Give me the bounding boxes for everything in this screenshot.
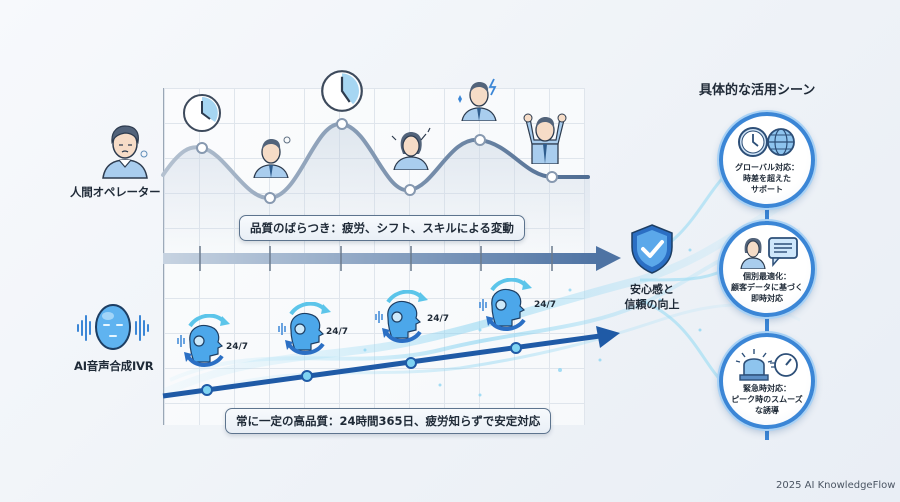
ai-agent-24-7-2 <box>277 301 343 360</box>
ai-quality-caption: 常に一定の高品質：24時間365日、疲労知らずで安定対応 <box>225 408 552 434</box>
scene-text: グローバル対応： 時差を超えた サポート <box>735 162 799 195</box>
availability-badge: 24/7 <box>326 327 349 337</box>
cheering-man-icon <box>522 110 568 168</box>
scene-emergency-response: 緊急時対応： ピーク時のスムーズ な誘導 <box>719 333 815 429</box>
speedometer-icon <box>770 353 798 377</box>
ai-ivr-avatar <box>72 302 154 354</box>
scene-heading: グローバル対応： <box>735 163 799 172</box>
ai-head-icon <box>479 277 532 331</box>
trust-line-2: 信頼の向上 <box>624 298 680 311</box>
human-operator-avatar <box>95 120 155 180</box>
human-quality-caption: 品質のばらつき：疲労、シフト、スキルによる変動 <box>239 215 525 241</box>
ai-agent-24-7-1 <box>176 313 242 372</box>
availability-badge: 24/7 <box>427 314 450 324</box>
scene-global-support: グローバル対応： 時差を超えた サポート <box>719 112 815 208</box>
alarm-light-icon <box>735 349 773 381</box>
ai-head-icon <box>375 289 428 343</box>
ai-head-icon <box>278 301 331 355</box>
ai-head-icon <box>177 313 230 367</box>
availability-badge: 24/7 <box>534 300 557 310</box>
tired-operator-icon <box>102 125 148 179</box>
clock-icon <box>182 93 222 137</box>
clock-icon <box>320 69 364 117</box>
human-operator-label: 人間オペレーター <box>70 185 161 199</box>
energetic-man-icon <box>456 77 502 125</box>
scene-detail: な誘導 <box>754 406 779 415</box>
person-icon <box>740 238 766 270</box>
scene-heading: 緊急時対応： <box>742 384 791 393</box>
globe-icon <box>767 128 795 156</box>
ai-voice-head-icon <box>77 304 149 350</box>
shield-check-icon <box>628 223 676 279</box>
scene-heading: 個別最適化： <box>743 272 791 281</box>
scene-text: 個別最適化： 顧客データに基づく 即時対応 <box>731 271 803 304</box>
trust-line-1: 安心感と <box>630 283 674 296</box>
trust-improvement-label: 安心感と 信頼の向上 <box>620 282 684 312</box>
ai-quality-line <box>162 333 601 399</box>
clock-icon <box>738 127 768 157</box>
scene-personalization: 個別最適化： 顧客データに基づく 即時対応 <box>719 221 815 317</box>
chat-bubble-icon <box>768 237 798 268</box>
ai-ivr-label: AI音声合成IVR <box>74 359 154 373</box>
scene-detail: サポート <box>750 185 783 194</box>
scene-detail: 顧客データに基づく <box>731 283 803 292</box>
ai-agent-24-7-3 <box>374 289 440 348</box>
scene-detail: ピーク時のスムーズ <box>731 395 803 404</box>
tired-man-icon <box>250 134 292 182</box>
scene-detail: 時差を超えた <box>742 174 791 183</box>
ai-agent-24-7-4 <box>478 277 544 336</box>
footer-credit: 2025 AI KnowledgeFlow <box>776 480 896 491</box>
scene-detail: 即時対応 <box>751 294 783 303</box>
scenes-title: 具体的な活用シーン <box>699 83 816 98</box>
availability-badge: 24/7 <box>226 342 249 352</box>
scene-text: 緊急時対応： ピーク時のスムーズ な誘導 <box>731 383 803 416</box>
stressed-woman-icon <box>388 126 434 174</box>
